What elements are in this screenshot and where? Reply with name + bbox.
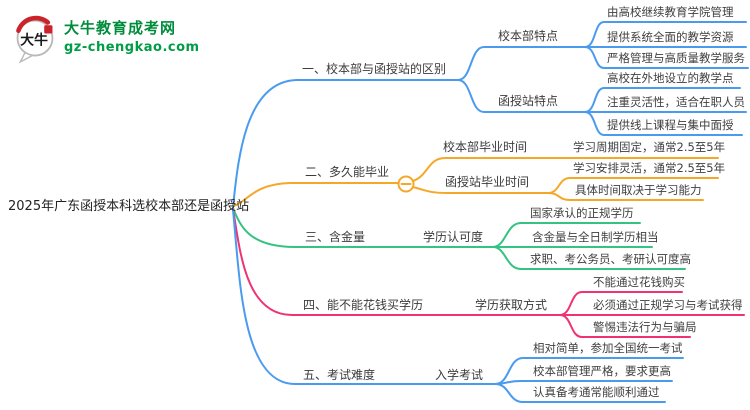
branch-3-lines xyxy=(232,207,686,270)
logo-url: gz-chengkao.com xyxy=(64,40,200,55)
branch-3-leaf: 求职、考公务员、考研认可度高 xyxy=(530,252,691,266)
branch-1-leaf: 严格管理与高质量教学服务 xyxy=(607,51,745,65)
branch-1-leaf: 注重灵活性，适合在职人员 xyxy=(607,95,745,109)
branch-1-leaf: 提供线上课程与集中面授 xyxy=(607,118,734,132)
site-logo[interactable]: 大牛 大牛教育成考网 gz-chengkao.com xyxy=(12,13,200,65)
branch-1-leaf: 由高校继续教育学院管理 xyxy=(607,5,734,19)
root-node: 2025年广东函授本科选校本部还是函授站 xyxy=(8,199,250,214)
branch-5-leaf: 认真备考通常能顺利通过 xyxy=(533,385,660,399)
branch-4-leaf: 必须通过正规学习与考试获得 xyxy=(593,298,743,312)
branch-4-child-1-label: 学历获取方式 xyxy=(475,298,548,312)
branch-4-leaf: 不能通过花钱购买 xyxy=(593,275,685,289)
branch-2-lines xyxy=(232,157,719,207)
branch-1-child-2-label: 函授站特点 xyxy=(498,94,559,108)
branch-2-leaf: 学习安排灵活，通常2.5至5年 xyxy=(573,161,726,175)
branch-2-child-1-label: 校本部毕业时间 xyxy=(443,140,528,154)
branch-3-label: 三、含金量 xyxy=(305,230,366,244)
branch-4-label: 四、能不能花钱买学历 xyxy=(303,298,424,312)
branch-1-leaf: 高校在外地设立的教学点 xyxy=(607,71,734,85)
branch-1-label: 一、校本部与函授站的区别 xyxy=(302,62,447,76)
branch-2-leaf: 具体时间取决于学习能力 xyxy=(575,183,702,197)
branch-2-leaf: 学习周期固定，通常2.5至5年 xyxy=(573,140,726,154)
branch-1-lines xyxy=(232,21,749,208)
branch-5-leaf: 相对简单，参加全国统一考试 xyxy=(533,341,683,355)
branch-1-child-1-label: 校本部特点 xyxy=(498,29,559,43)
branch-3-leaf: 国家承认的正规学历 xyxy=(530,206,634,220)
branch-2-child-2-label: 函授站毕业时间 xyxy=(445,175,530,189)
branch-5-leaf: 校本部管理严格，要求更高 xyxy=(533,364,671,378)
logo-icon-text: 大牛 xyxy=(20,32,48,49)
daniu-logo-icon: 大牛 xyxy=(16,15,54,64)
branch-5-label: 五、考试难度 xyxy=(303,368,376,382)
branch-3-leaf: 含金量与全日制学历相当 xyxy=(532,230,659,244)
branch-1-leaf: 提供系统全面的教学资源 xyxy=(607,30,734,44)
branch-5-lines xyxy=(232,209,684,403)
branch-3-child-1-label: 学历认可度 xyxy=(423,230,484,244)
branch-4-leaf: 警惕违法行为与骗局 xyxy=(593,320,697,334)
logo-seal xyxy=(44,25,53,34)
logo-title: 大牛教育成考网 xyxy=(64,19,177,37)
branch-5-child-1-label: 入学考试 xyxy=(435,368,484,382)
branch-2-label: 二、多久能毕业 xyxy=(305,165,390,179)
collapse-button[interactable] xyxy=(397,175,415,193)
branch-4-lines xyxy=(232,208,745,338)
logo-red-arc xyxy=(16,15,51,34)
